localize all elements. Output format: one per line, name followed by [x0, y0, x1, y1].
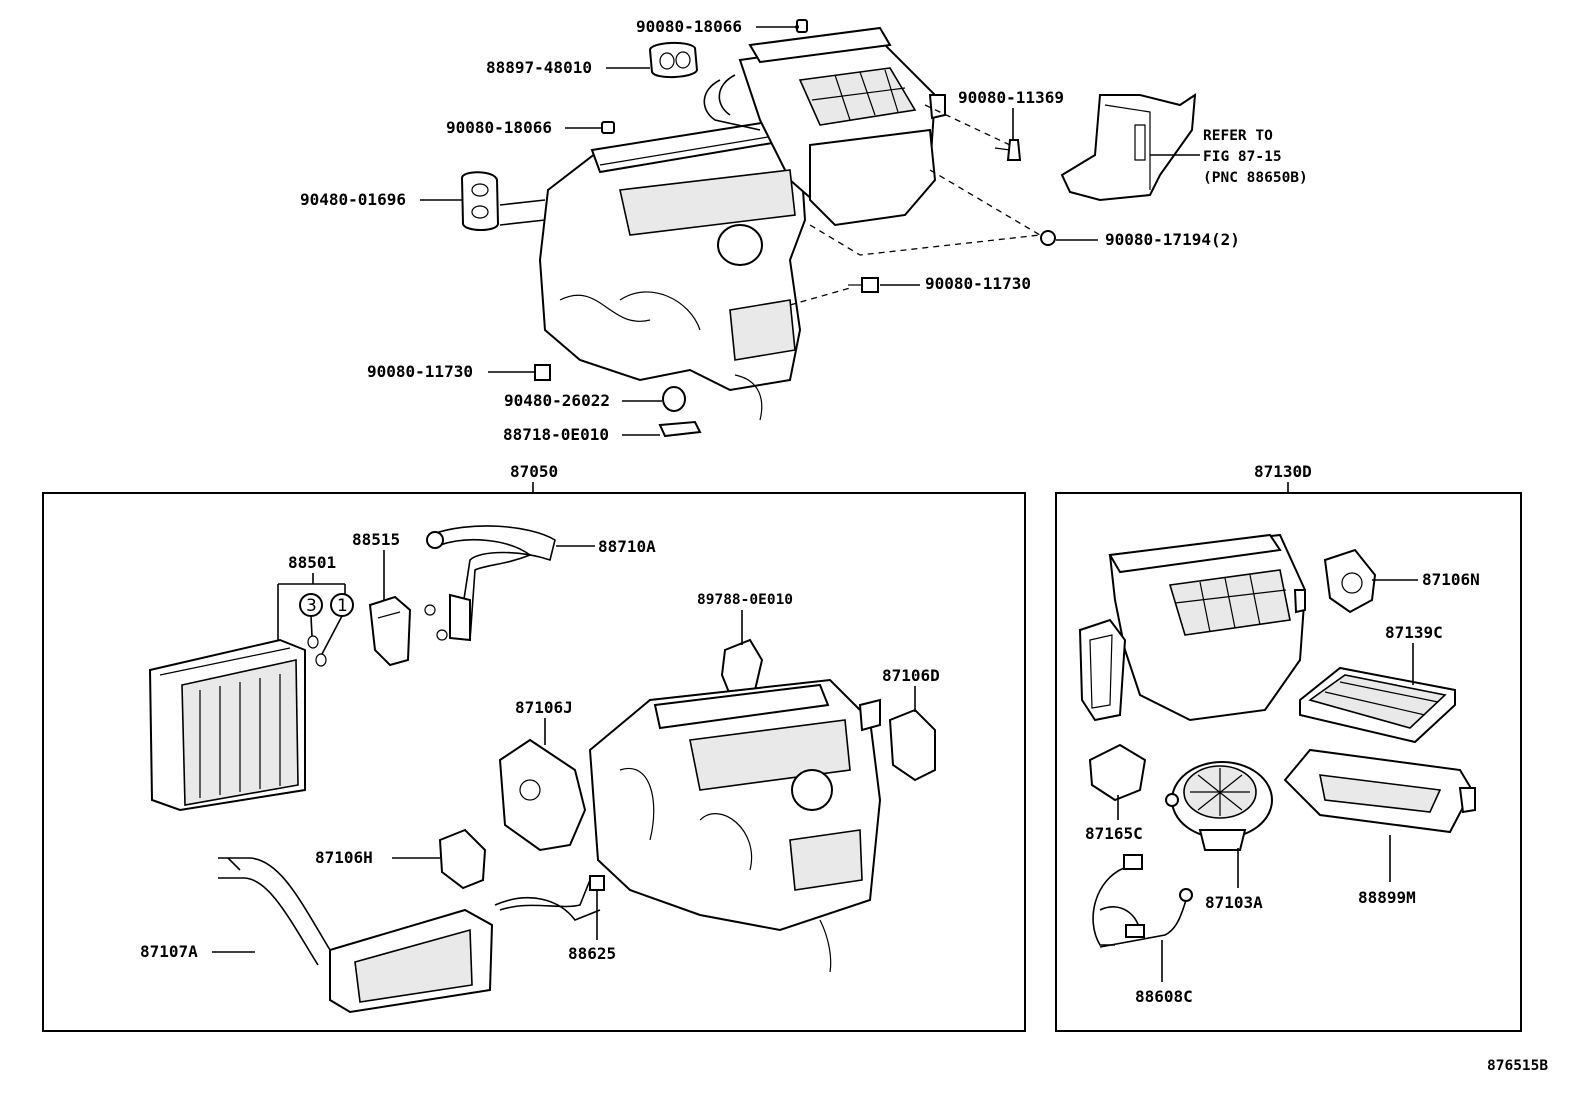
part-label-88899m: 88899M — [1358, 888, 1416, 907]
box-title-87130d: 87130D — [1254, 462, 1312, 481]
refer-to-label-line2: FIG 87-15 — [1203, 149, 1282, 165]
circle-ref-3: 3 — [306, 596, 317, 616]
part-label-89788-0e010: 89788-0E010 — [697, 592, 793, 608]
refer-to-label-line1: REFER TO — [1203, 128, 1273, 144]
top-dashed-leaders — [789, 104, 1041, 306]
part-label-90480-01696: 90480-01696 — [300, 190, 406, 209]
part-label-87106h: 87106H — [315, 848, 373, 867]
part-label-90480-26022: 90480-26022 — [504, 391, 610, 410]
part-label-90080-11730-left: 90080-11730 — [367, 362, 473, 381]
part-label-88501: 88501 — [288, 553, 336, 572]
part-label-88718-0e010: 88718-0E010 — [503, 425, 609, 444]
figure-code: 876515B — [1487, 1058, 1548, 1074]
box-87050-frame — [42, 492, 1026, 1032]
part-label-88515: 88515 — [352, 530, 400, 549]
part-label-88710a: 88710A — [598, 537, 656, 556]
box-87130d-frame — [1055, 492, 1522, 1032]
top-leader-lines — [420, 25, 1200, 436]
circle-ref-1: 1 — [337, 596, 348, 616]
part-label-90080-18066-b: 90080-18066 — [446, 118, 552, 137]
part-label-90080-11730-right: 90080-11730 — [925, 274, 1031, 293]
part-label-87139c: 87139C — [1385, 623, 1443, 642]
box-87130d-parts-drawing — [1078, 533, 1476, 948]
part-label-87106d: 87106D — [882, 666, 940, 685]
box-title-87050: 87050 — [510, 462, 558, 481]
box-87050-parts-drawing — [148, 525, 936, 1014]
heater-unit-assembly-drawing — [460, 19, 1197, 438]
part-label-90080-17194: 90080-17194(2) — [1105, 230, 1240, 249]
part-label-90080-18066-a: 90080-18066 — [636, 17, 742, 36]
part-label-87106j: 87106J — [515, 698, 573, 717]
part-label-87103a: 87103A — [1205, 893, 1263, 912]
part-label-87106n: 87106N — [1422, 570, 1480, 589]
part-label-87107a: 87107A — [140, 942, 198, 961]
part-label-88625: 88625 — [568, 944, 616, 963]
part-label-88608c: 88608C — [1135, 987, 1193, 1006]
refer-to-label-line3: (PNC 88650B) — [1203, 170, 1308, 186]
box-87130d-leader-lines — [1117, 579, 1418, 982]
box-87050-leader-lines — [212, 545, 916, 953]
part-label-90080-11369: 90080-11369 — [958, 88, 1064, 107]
part-label-87165c: 87165C — [1085, 824, 1143, 843]
part-label-88897-48010: 88897-48010 — [486, 58, 592, 77]
